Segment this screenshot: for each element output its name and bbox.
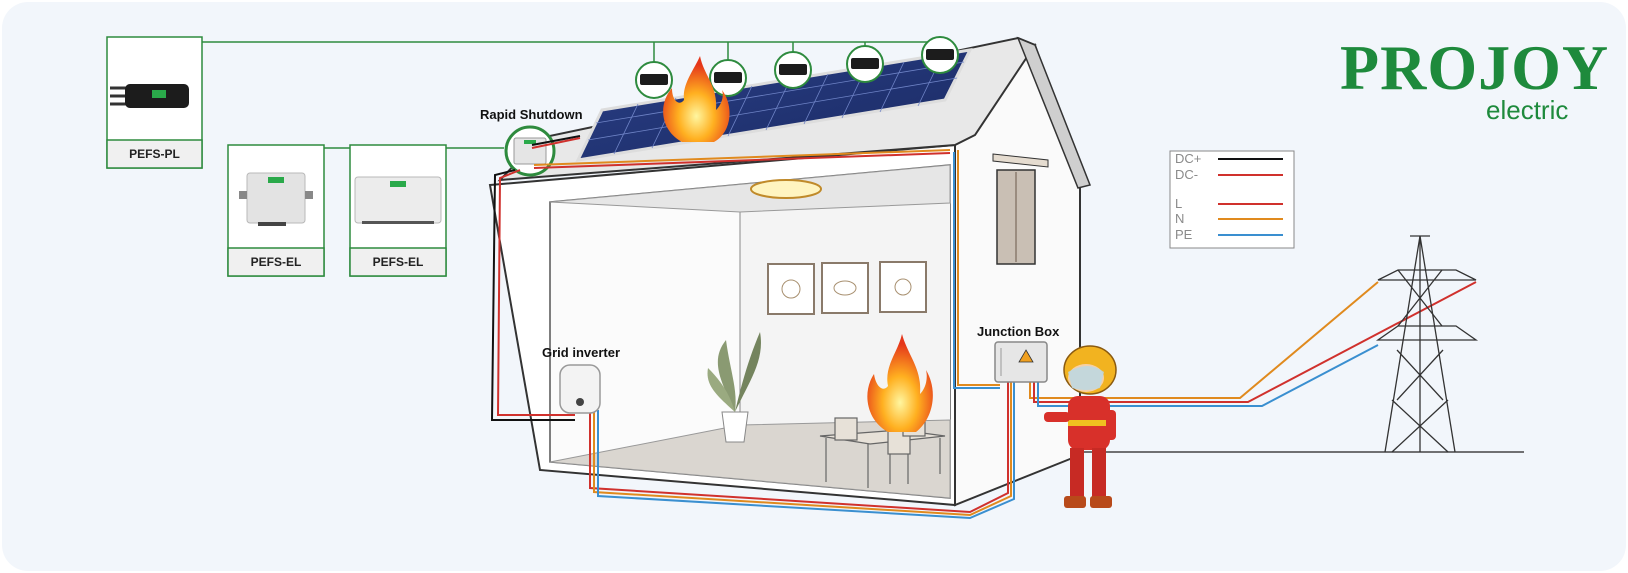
flame-icon bbox=[867, 334, 933, 432]
rapid-shutdown-label: Rapid Shutdown bbox=[480, 107, 583, 122]
wall-pictures bbox=[767, 261, 927, 315]
optimizer-icon bbox=[709, 59, 747, 97]
house bbox=[488, 36, 1092, 507]
product-box-pefs-pl bbox=[106, 36, 203, 169]
product-box-pefs-el-2 bbox=[349, 144, 447, 277]
optimizer-icons bbox=[635, 36, 959, 99]
optimizer-link-lines bbox=[202, 41, 940, 149]
flame-icon bbox=[663, 56, 730, 142]
power-tower-icon bbox=[1375, 235, 1479, 453]
legend-label-dc-pos: DC+ bbox=[1175, 151, 1202, 166]
optimizer-icon bbox=[635, 61, 673, 99]
pefs-el-device-icon bbox=[239, 172, 313, 226]
inverter-icon bbox=[559, 364, 601, 414]
pefs-pl-device-icon bbox=[110, 84, 189, 108]
wire-legend-box bbox=[1169, 150, 1295, 249]
optimizer-icon bbox=[846, 45, 884, 83]
grid-inverter-label: Grid inverter bbox=[542, 345, 621, 360]
product-label-pefs-el-1: PEFS-EL bbox=[250, 255, 302, 269]
firefighter-icon bbox=[1044, 345, 1117, 508]
dc-wiring bbox=[490, 135, 581, 421]
pefs-el-wide-device-icon bbox=[354, 176, 442, 224]
product-label-pefs-pl: PEFS-PL bbox=[129, 147, 180, 161]
brand-tagline: electric bbox=[1486, 95, 1569, 125]
optimizer-icon bbox=[921, 36, 959, 74]
junction-box-label: Junction Box bbox=[977, 324, 1060, 339]
legend-label-l: L bbox=[1175, 196, 1183, 211]
legend-label-pe: PE bbox=[1175, 227, 1193, 242]
legend-label-n: N bbox=[1175, 211, 1185, 226]
product-label-pefs-el-2: PEFS-EL bbox=[372, 255, 424, 269]
optimizer-icon bbox=[774, 51, 812, 89]
junction-box-icon bbox=[994, 341, 1048, 383]
plant-icon bbox=[707, 332, 761, 443]
brand-logo-text: PROJOY bbox=[1340, 32, 1610, 103]
product-box-pefs-el-1 bbox=[227, 144, 325, 277]
legend-label-dc-neg: DC- bbox=[1175, 167, 1199, 182]
ac-wiring bbox=[533, 149, 1477, 520]
